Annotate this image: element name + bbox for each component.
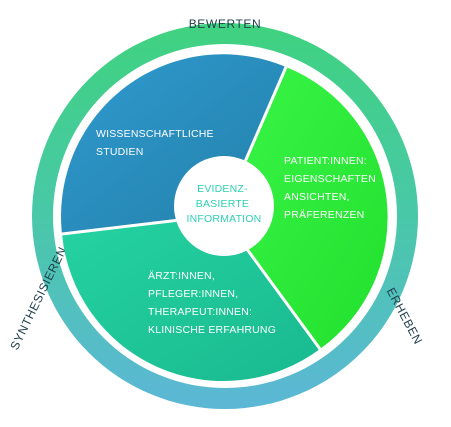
segment-clinicians bbox=[62, 215, 320, 382]
segment-label-patients: PATIENT:INNEN: EIGENSCHAFTEN ANSICHTEN, … bbox=[284, 155, 379, 221]
ring-label-top: BEWERTEN bbox=[189, 17, 262, 31]
center-circle bbox=[174, 156, 274, 256]
segment-label-studies: WISSENSCHAFTLICHE STUDIEN bbox=[96, 128, 217, 158]
segment-label-clinicians: ÄRZT:INNEN, PFLEGER:INNEN, THERAPEUT:INN… bbox=[148, 270, 276, 336]
center-label: EVIDENZ- BASIERTE INFORMATION bbox=[187, 183, 262, 225]
segment-patients bbox=[222, 67, 388, 349]
